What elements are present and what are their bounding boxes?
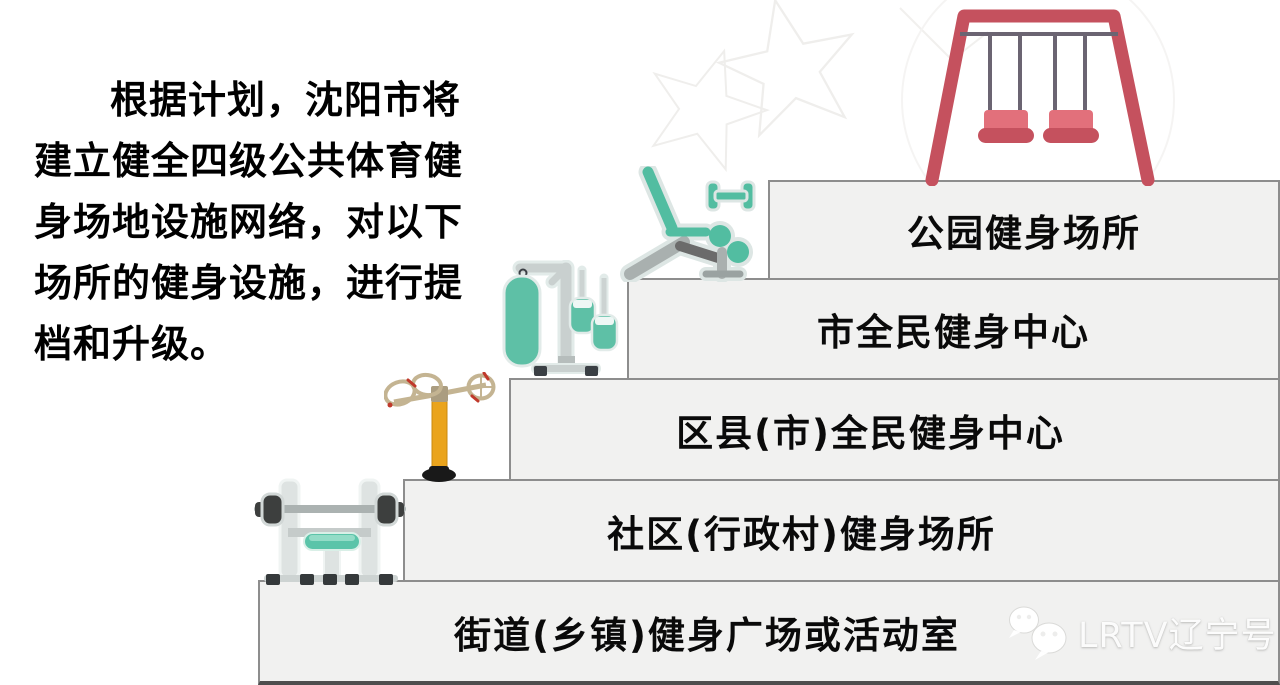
swing-set-icon (925, 9, 1155, 186)
punching-bag-icon (502, 260, 619, 376)
incline-bench-dumbbell-icon (620, 166, 756, 282)
intro-paragraph: 根据计划，沈阳市将 建立健全四级公共体育健 身场地设施网络，对以下 场所的健身设… (34, 70, 520, 375)
pyramid-level-street: 街道(乡镇)健身广场或活动室 (258, 580, 1280, 685)
taichi-wheels-icon (384, 372, 496, 482)
pyramid-level-district-fitness-center: 区县(市)全民健身中心 (509, 378, 1280, 481)
pyramid-level-community: 社区(行政村)健身场所 (403, 479, 1280, 582)
dumbbell-icon (705, 180, 756, 212)
level-label: 社区(行政村)健身场所 (607, 512, 996, 556)
level-label: 街道(乡镇)健身广场或活动室 (454, 613, 960, 657)
pyramid-level-city-fitness-center: 市全民健身中心 (627, 278, 1280, 380)
intro-line: 根据计划，沈阳市将 (110, 78, 462, 122)
wechat-icon (1009, 606, 1067, 660)
intro-line: 场所的健身设施，进行提 (34, 261, 464, 305)
watermark: LRTV辽宁号 (1000, 602, 1277, 662)
level-label: 区县(市)全民健身中心 (676, 411, 1065, 455)
pyramid-level-park: 公园健身场所 (768, 180, 1280, 280)
bench-press-icon (254, 478, 406, 585)
intro-line: 档和升级。 (34, 322, 230, 366)
level-label: 公园健身场所 (907, 212, 1141, 255)
watermark-text: LRTV辽宁号 (1078, 615, 1277, 656)
intro-line: 建立健全四级公共体育健 (34, 139, 464, 183)
level-label: 市全民健身中心 (817, 311, 1090, 354)
intro-line: 身场地设施网络，对以下 (34, 200, 464, 244)
